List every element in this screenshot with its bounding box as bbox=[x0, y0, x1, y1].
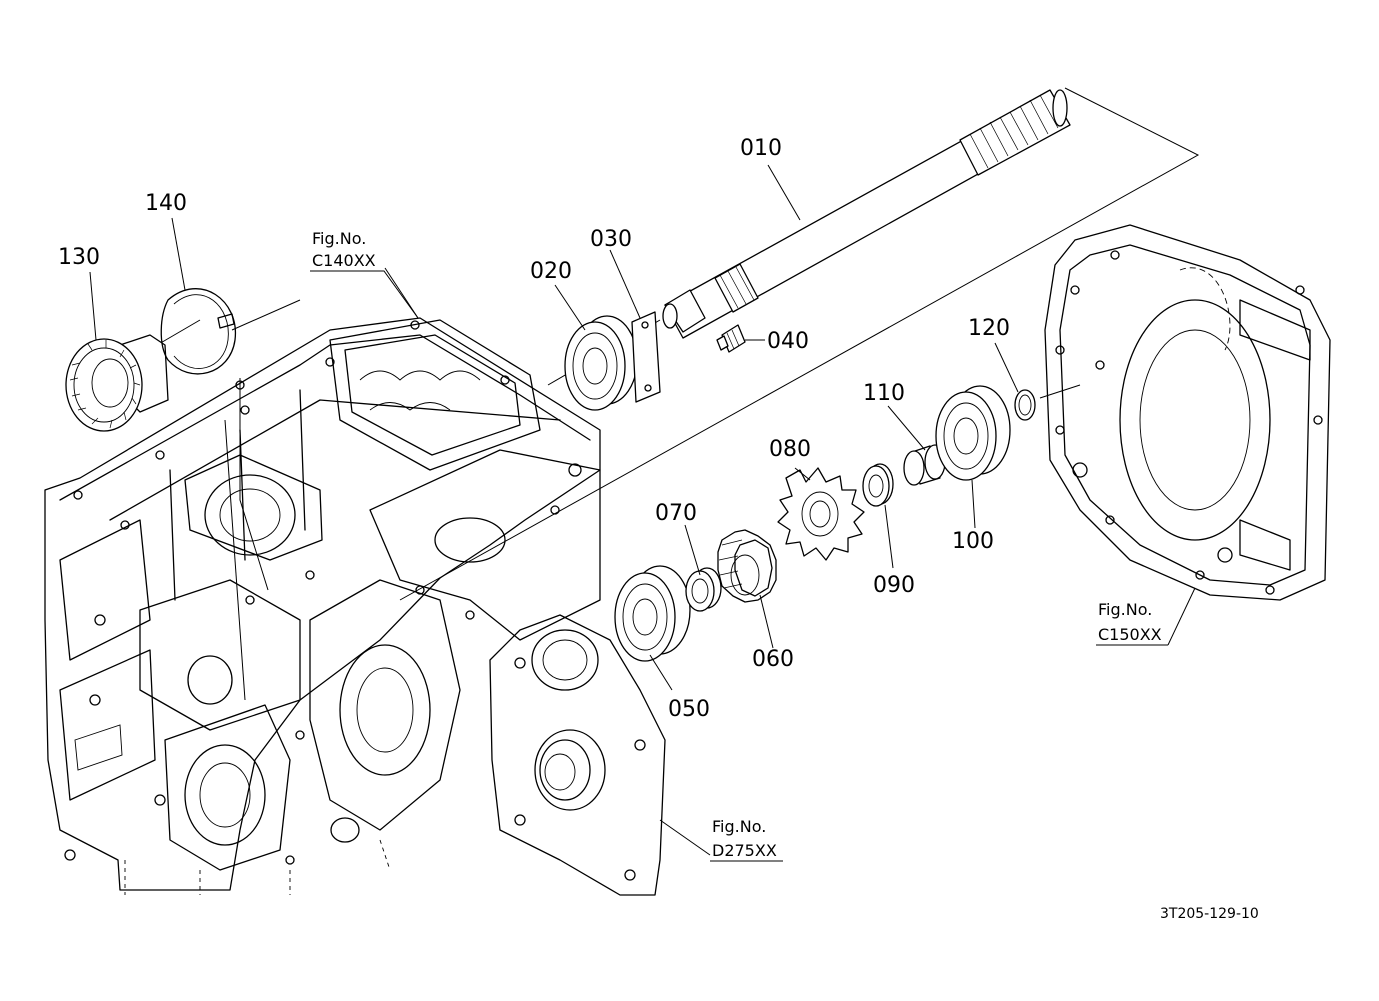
rear-housing bbox=[1044, 224, 1331, 601]
fig-ref-d275xx-code: D275XX bbox=[712, 841, 777, 860]
label-part-040: 040 bbox=[767, 329, 809, 354]
drawing-code: 3T205-129-10 bbox=[1160, 906, 1259, 922]
label-part-100: 100 bbox=[952, 529, 994, 554]
part-090-washer bbox=[862, 463, 894, 507]
part-140-circlip bbox=[160, 288, 236, 375]
part-labels: 010 020 030 040 050 060 070 080 090 100 … bbox=[58, 136, 1010, 722]
figure-ref-c140xx: Fig.No. C140XX bbox=[310, 229, 419, 319]
label-part-080: 080 bbox=[769, 437, 811, 462]
fig-ref-c150xx-title: Fig.No. bbox=[1098, 600, 1152, 619]
part-050-bearing bbox=[614, 565, 691, 662]
part-130-hub bbox=[65, 334, 169, 432]
figure-ref-c150xx: Fig.No. C150XX bbox=[1096, 600, 1168, 646]
label-part-070: 070 bbox=[655, 501, 697, 526]
label-part-120: 120 bbox=[968, 316, 1010, 341]
label-part-110: 110 bbox=[863, 381, 905, 406]
fig-ref-c150xx-code: C150XX bbox=[1098, 625, 1162, 644]
figure-ref-d275xx: Fig.No. D275XX bbox=[710, 817, 783, 862]
label-part-030: 030 bbox=[590, 227, 632, 252]
label-part-050: 050 bbox=[668, 697, 710, 722]
part-060-gear bbox=[717, 529, 777, 603]
part-030-plate bbox=[631, 311, 661, 403]
case-bolt-holes bbox=[64, 320, 582, 865]
part-110-bushing bbox=[903, 444, 946, 486]
part-080-gear bbox=[777, 467, 865, 561]
housing-bolt-holes bbox=[1055, 250, 1323, 595]
fig-ref-c140xx-code: C140XX bbox=[312, 251, 376, 270]
label-part-130: 130 bbox=[58, 245, 100, 270]
label-part-010: 010 bbox=[740, 136, 782, 161]
part-040-plug bbox=[716, 324, 746, 353]
part-120-snap-ring bbox=[1014, 389, 1036, 421]
label-part-060: 060 bbox=[752, 647, 794, 672]
part-100-bearing bbox=[935, 385, 1011, 481]
label-part-020: 020 bbox=[530, 259, 572, 284]
label-part-140: 140 bbox=[145, 191, 187, 216]
fig-ref-d275xx-title: Fig.No. bbox=[712, 817, 766, 836]
label-part-090: 090 bbox=[873, 573, 915, 598]
leader-lines bbox=[89, 164, 1196, 856]
part-010-shaft bbox=[662, 89, 1071, 339]
part-070-collar bbox=[685, 567, 722, 612]
fig-ref-c140xx-title: Fig.No. bbox=[312, 229, 366, 248]
part-020-bearing bbox=[564, 315, 638, 411]
cover-plate bbox=[489, 614, 666, 896]
